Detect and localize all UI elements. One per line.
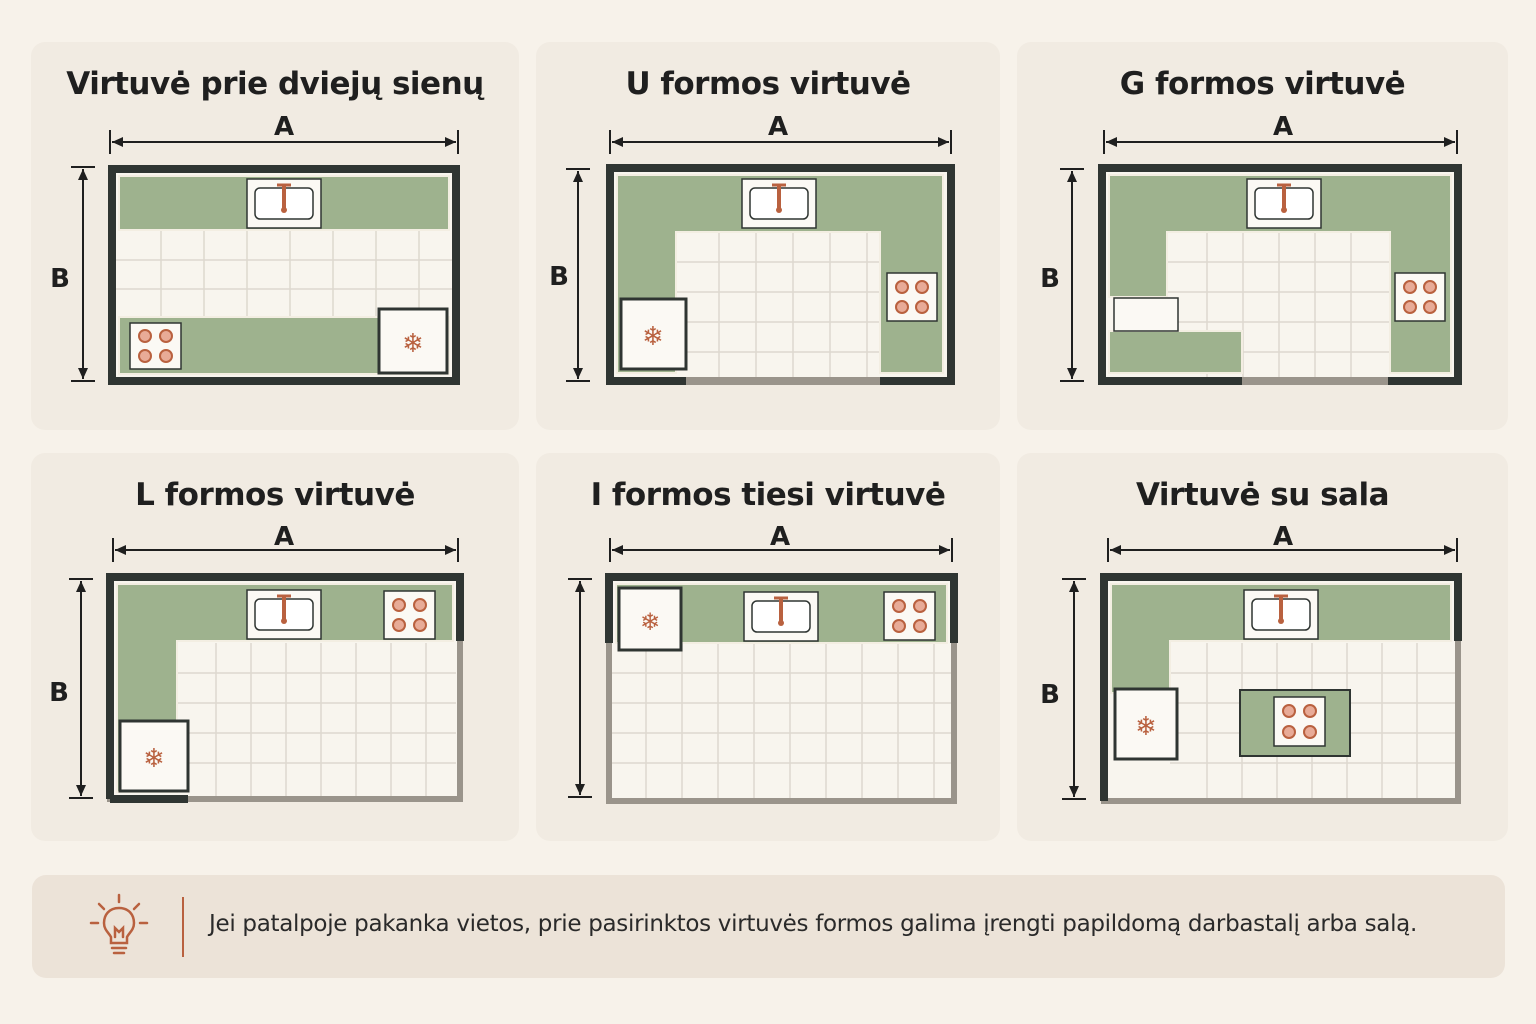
layout-card-island: Virtuvė su sala A B xyxy=(1017,453,1508,841)
layout-title: Virtuvė su sala xyxy=(1135,477,1390,513)
floor-plan-island: A B ❄ xyxy=(1040,522,1462,804)
fridge-icon: ❄ xyxy=(617,586,683,652)
sink-icon xyxy=(1243,589,1319,640)
floor-plan-l-shape: A B xyxy=(49,522,464,803)
floor-plan-g-shape: A B xyxy=(1040,112,1462,385)
counter-g-top xyxy=(1108,174,1452,374)
fridge-icon: ❄ xyxy=(377,307,449,375)
dimension-a-label: A xyxy=(274,112,294,142)
pantry-cabinet xyxy=(1113,297,1179,332)
tip-text: Jei patalpoje pakanka vietos, prie pasir… xyxy=(209,911,1417,937)
dimension-b-label: B xyxy=(1040,264,1060,294)
sink-icon xyxy=(741,178,817,229)
counter-u xyxy=(616,174,944,374)
dimension-a: A xyxy=(112,522,459,562)
floor-plan-two-walls: A B xyxy=(50,112,460,385)
fridge-icon: ❄ xyxy=(1113,687,1179,761)
dimension-b-label: B xyxy=(50,264,70,294)
dimension-a: A xyxy=(609,112,952,154)
dimension-a: A xyxy=(1107,522,1458,562)
snowflake-icon: ❄ xyxy=(143,744,165,774)
layout-title: U formos virtuvė xyxy=(625,66,911,102)
stove-icon xyxy=(129,322,182,370)
dimension-b: B xyxy=(1040,578,1086,800)
layout-title: G formos virtuvė xyxy=(1119,66,1406,102)
lightbulb-icon xyxy=(89,893,149,955)
snowflake-icon: ❄ xyxy=(402,329,424,359)
layout-card-i-shape: I formos tiesi virtuvė A xyxy=(536,453,1000,841)
layout-title: L formos virtuvė xyxy=(135,477,415,513)
floor-plan-i-shape: A ❄ xyxy=(568,522,958,804)
dimension-a: A xyxy=(1103,112,1458,154)
fridge-icon: ❄ xyxy=(118,719,190,793)
dimension-b: B xyxy=(50,166,95,382)
sink-icon xyxy=(743,591,819,642)
dimension-a-label: A xyxy=(768,112,788,142)
tip-divider xyxy=(182,897,184,957)
dimension-b-label: B xyxy=(549,262,569,292)
snowflake-icon: ❄ xyxy=(640,608,660,636)
dimension-b: B xyxy=(549,168,590,382)
dimension-b: B xyxy=(49,578,93,799)
snowflake-icon: ❄ xyxy=(642,322,664,352)
dimension-b-label: B xyxy=(49,678,69,708)
dimension-a-label: A xyxy=(1273,112,1293,142)
counter-g-peninsula xyxy=(1108,330,1243,374)
stove-icon xyxy=(1273,696,1326,747)
counter-l xyxy=(116,583,454,793)
dimension-b xyxy=(568,578,592,798)
layout-card-u-shape: U formos virtuvė A B xyxy=(536,42,1000,430)
stove-icon xyxy=(886,272,938,322)
layout-title: I formos tiesi virtuvė xyxy=(590,477,946,513)
sink-icon xyxy=(246,178,322,229)
stove-icon xyxy=(883,591,936,641)
dimension-a-label: A xyxy=(770,522,790,552)
snowflake-icon: ❄ xyxy=(1135,712,1157,742)
layout-card-l-shape: L formos virtuvė A B xyxy=(31,453,519,841)
dimension-a: A xyxy=(609,522,953,562)
dimension-a: A xyxy=(109,112,459,154)
dimension-b-label: B xyxy=(1040,680,1060,710)
sink-icon xyxy=(1246,178,1322,229)
dimension-a-label: A xyxy=(1273,522,1293,552)
stove-icon xyxy=(1394,272,1446,322)
dimension-b: B xyxy=(1040,168,1084,382)
dimension-a-label: A xyxy=(274,522,294,552)
floor-plan-u-shape: A B xyxy=(549,112,955,385)
layout-card-g-shape: G formos virtuvė A B xyxy=(1017,42,1508,430)
tip-banner: Jei patalpoje pakanka vietos, prie pasir… xyxy=(32,875,1505,978)
layout-card-two-walls: Virtuvė prie dviejų sienų A B xyxy=(31,42,519,430)
sink-icon xyxy=(246,589,322,640)
stove-icon xyxy=(383,590,436,640)
layout-title: Virtuvė prie dviejų sienų xyxy=(66,66,484,102)
fridge-icon: ❄ xyxy=(619,297,688,371)
